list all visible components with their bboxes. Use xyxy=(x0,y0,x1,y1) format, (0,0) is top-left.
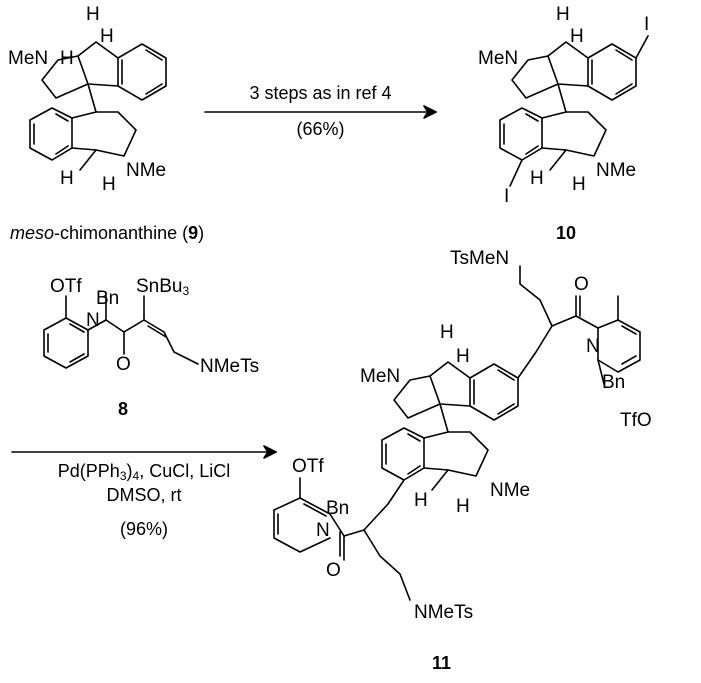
atom-bn-lower: Bn xyxy=(326,498,350,519)
reaction-1-conditions: 3 steps as in ref 4 xyxy=(249,83,392,103)
atom-nmets-lower: NMeTs xyxy=(414,602,474,623)
compound-11-structure xyxy=(273,265,641,601)
atom-h-lower: H xyxy=(414,490,428,511)
atom-h-nh: H xyxy=(100,26,114,47)
atom-tsmen: TsMeN xyxy=(450,248,510,269)
reaction-1-yield: (66%) xyxy=(296,119,345,139)
compound-9-structure xyxy=(29,41,167,171)
atom-n-upper: N xyxy=(586,336,600,357)
compound-10-structure xyxy=(499,35,649,187)
atom-h-lower: H xyxy=(530,168,544,189)
atom-n: N xyxy=(86,310,100,331)
atom-n-lower: N xyxy=(316,520,330,541)
atom-men: MeN xyxy=(478,48,519,69)
atom-h-lower2: H xyxy=(572,174,586,195)
atom-men: MeN xyxy=(8,48,49,69)
compound-11-label: 11 xyxy=(432,653,452,673)
atom-i-bottom: I xyxy=(504,186,510,207)
atom-h-nh: H xyxy=(456,346,470,367)
atom-o-lower: O xyxy=(326,560,341,581)
compound-10-label: 10 xyxy=(556,223,577,243)
atom-nme: NMe xyxy=(126,160,167,181)
compound-8-structure xyxy=(43,295,199,369)
atom-nme: NMe xyxy=(490,480,531,501)
atom-h: H xyxy=(556,4,570,25)
reaction-arrow-2 xyxy=(11,445,277,459)
reaction-arrow-1 xyxy=(204,105,437,119)
atom-nme: NMe xyxy=(596,160,637,181)
atom-otf-lower: OTf xyxy=(292,456,324,477)
atom-tfo: TfO xyxy=(620,410,652,431)
atom-bn-upper: Bn xyxy=(602,372,626,393)
atom-h-ring: H xyxy=(60,48,74,69)
atom-h-lower2: H xyxy=(102,174,116,195)
reaction-2-reagents: Pd(PPh3)4, CuCl, LiCl xyxy=(57,461,231,483)
compound-8-label: 8 xyxy=(118,399,129,419)
atom-nmets: NMeTs xyxy=(200,356,260,377)
atom-h-nh: H xyxy=(570,26,584,47)
atom-h-lower2: H xyxy=(456,496,470,517)
atom-otf: OTf xyxy=(50,276,82,297)
atom-men: MeN xyxy=(360,366,401,387)
compound-9-label: meso-chimonanthine (9) xyxy=(10,223,205,243)
atom-o-upper: O xyxy=(574,274,589,295)
atom-i-top: I xyxy=(644,14,650,35)
reaction-2-solvent: DMSO, rt xyxy=(106,485,182,505)
atom-bn: Bn xyxy=(96,288,120,309)
atom-snbu3: SnBu3 xyxy=(136,276,190,298)
atom-o: O xyxy=(116,354,131,375)
atom-h-lower: H xyxy=(60,168,74,189)
atom-h: H xyxy=(86,4,100,25)
reaction-2-yield: (96%) xyxy=(119,519,168,539)
atom-h: H xyxy=(440,322,454,343)
